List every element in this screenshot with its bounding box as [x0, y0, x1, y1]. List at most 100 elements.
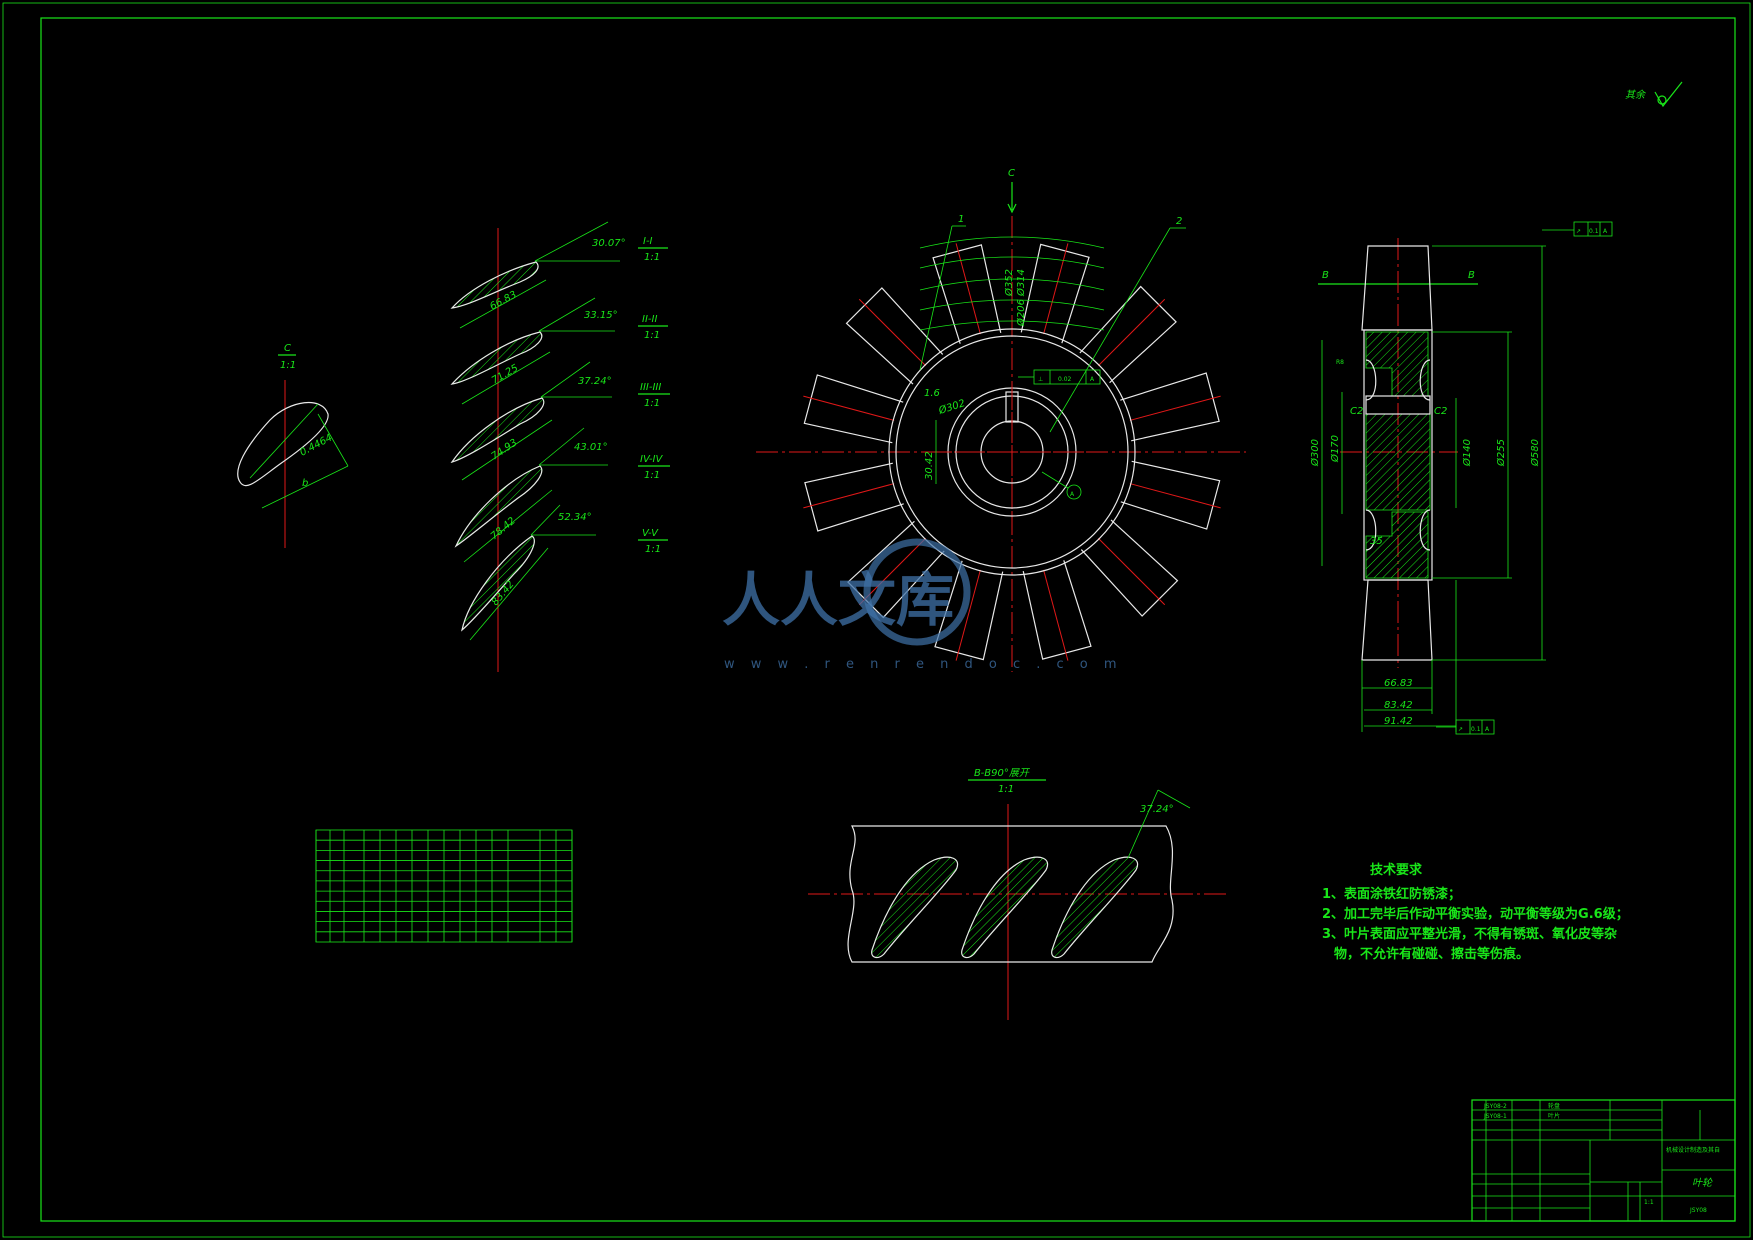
section-4-angle: 43.01°: [574, 442, 608, 453]
blade-centerline: [1097, 298, 1166, 367]
section-2-angle: 33.15°: [584, 310, 618, 321]
svg-text:A: A: [1603, 228, 1608, 235]
blade-centerline: [803, 395, 895, 421]
watermark: 人人文库 w w w . r e n r e n d o c . c o m: [722, 538, 1123, 672]
blade-sections: 66.83 30.07° I-I 1:1 71.25 33.15° II-II …: [450, 221, 670, 672]
section-c-dim-2: b: [302, 478, 308, 489]
title-block: 机械设计制造及其自 叶轮 JSY08 1:1 JSY08-2 JSY08-1 轮…: [1471, 1099, 1736, 1222]
blade-centerline: [1129, 483, 1221, 509]
runout-frame-bottom: ↗ 0.1 A: [1436, 719, 1495, 735]
blade-outline: [845, 287, 944, 385]
impeller-blade: [932, 243, 1002, 344]
impeller-blade: [1080, 519, 1179, 617]
side-section-view: B B C2 C2 R8 35 Ø300 Ø170: [1309, 221, 1613, 735]
title-part-name: 叶轮: [1692, 1177, 1713, 1189]
title-row-3: 轮盘: [1548, 1102, 1560, 1110]
section-5: 83.42 52.34° V-V 1:1: [461, 504, 668, 641]
section-1-title: I-I: [643, 236, 653, 247]
side-dim-v3: Ø140: [1461, 439, 1473, 467]
unrolled-view: B-B90°展开 1:1 37.24°: [808, 768, 1228, 1020]
section-2-scale: 1:1: [644, 330, 660, 341]
datum-a-marker: [1066, 484, 1082, 500]
svg-text:↗: ↗: [1458, 726, 1463, 733]
section-3-scale: 1:1: [644, 398, 660, 409]
blade-outline: [932, 244, 1002, 344]
side-dim-v1: Ø300: [1309, 439, 1321, 467]
impeller-blade: [1120, 460, 1221, 530]
section-4: 78.42 43.01° IV-IV 1:1: [454, 427, 670, 563]
impeller-blade: [1022, 560, 1092, 661]
tech-title: 技术要求: [1370, 862, 1423, 878]
tolerance-frame: ⊥ 0.02 A: [1018, 369, 1101, 385]
section-5-scale: 1:1: [645, 544, 661, 555]
blade-outline: [1022, 560, 1092, 660]
impeller-blade: [1020, 243, 1090, 344]
chamfer-right: C2: [1434, 406, 1447, 417]
leader-1-label: 1: [958, 214, 964, 225]
svg-text:A: A: [1090, 376, 1095, 383]
section-4-title: IV-IV: [640, 454, 663, 465]
blade-centerline: [1043, 569, 1069, 661]
leader-2-label: 2: [1176, 216, 1182, 227]
side-misc-r8: R8: [1336, 359, 1344, 366]
section-4-chord: 78.42: [489, 515, 518, 542]
unrolled-title: B-B90°展开: [974, 768, 1031, 779]
tech-item-4: 物，不允许有碰碰、擦击等伤痕。: [1334, 946, 1529, 962]
b-label-left: B: [1322, 270, 1329, 281]
blade-outline: [1020, 243, 1090, 344]
hatch-mid: [1365, 413, 1431, 511]
unrolled-angle: 37.24°: [1140, 804, 1174, 815]
side-dim-h1: 66.83: [1384, 678, 1413, 689]
impeller-blade: [803, 462, 904, 532]
main-dim-2: 30.42: [924, 451, 935, 480]
section-4-scale: 1:1: [644, 470, 660, 481]
blade-outline: [804, 462, 904, 532]
title-row-2: JSY08-1: [1483, 1113, 1507, 1120]
main-dim-6: Ø206: [1015, 299, 1027, 327]
section-5-title: V-V: [642, 528, 659, 539]
tech-requirements: 技术要求 1、表面涂铁红防锈漆； 2、加工完毕后作动平衡实验，动平衡等级为G.6…: [1322, 862, 1629, 962]
blade-outline: [934, 560, 1004, 661]
title-scale: 1:1: [1644, 1199, 1654, 1206]
blade-outline: [1120, 372, 1220, 442]
svg-text:A: A: [1485, 726, 1490, 733]
blade-profile-c: [237, 401, 329, 487]
blade-centerline: [955, 243, 981, 335]
section-3-angle: 37.24°: [578, 376, 612, 387]
watermark-url: w w w . r e n r e n d o c . c o m: [724, 657, 1123, 672]
runout-frame-top: ↗ 0.1 A: [1542, 221, 1613, 237]
bore-slot: [1365, 395, 1431, 415]
section-c-view: C 1:1 0.4464 b: [237, 343, 349, 548]
blade-coordinate-table: [315, 829, 573, 943]
blade-centerline: [955, 569, 981, 661]
title-row-4: 叶片: [1548, 1112, 1560, 1120]
surface-mark-text: 其余: [1625, 89, 1647, 101]
side-dim-v4: Ø255: [1495, 439, 1507, 467]
svg-text:↗: ↗: [1576, 228, 1581, 235]
section-3: 74.93 37.24° III-III 1:1: [450, 361, 670, 481]
section-1: 66.83 30.07° I-I 1:1: [450, 221, 668, 329]
side-dim-h2: 83.42: [1384, 700, 1413, 711]
surface-finish-mark: 其余: [1625, 81, 1683, 108]
impeller-blade: [845, 287, 944, 385]
watermark-text: 人人文库: [722, 566, 954, 634]
inner-border: [40, 17, 1736, 1222]
svg-text:0.1: 0.1: [1589, 228, 1599, 235]
view-c-label: C: [1008, 168, 1015, 179]
hub-outer-circle: [888, 328, 1136, 576]
blade-outline: [1080, 519, 1179, 617]
side-misc-35: 35: [1370, 536, 1383, 547]
svg-text:0.02: 0.02: [1058, 376, 1072, 383]
blade-centerline: [803, 483, 895, 509]
unrolled-outline: [847, 825, 1174, 963]
hatch-bottom: [1365, 511, 1429, 579]
tech-item-1: 1、表面涂铁红防锈漆；: [1322, 886, 1461, 902]
main-dim-3: 1.6: [924, 388, 940, 399]
blade-outline: [1120, 460, 1221, 530]
impeller-blade: [1120, 372, 1221, 442]
blade-centerline: [1097, 537, 1166, 606]
b-label-right: B: [1468, 270, 1475, 281]
impeller-blade: [803, 374, 904, 444]
